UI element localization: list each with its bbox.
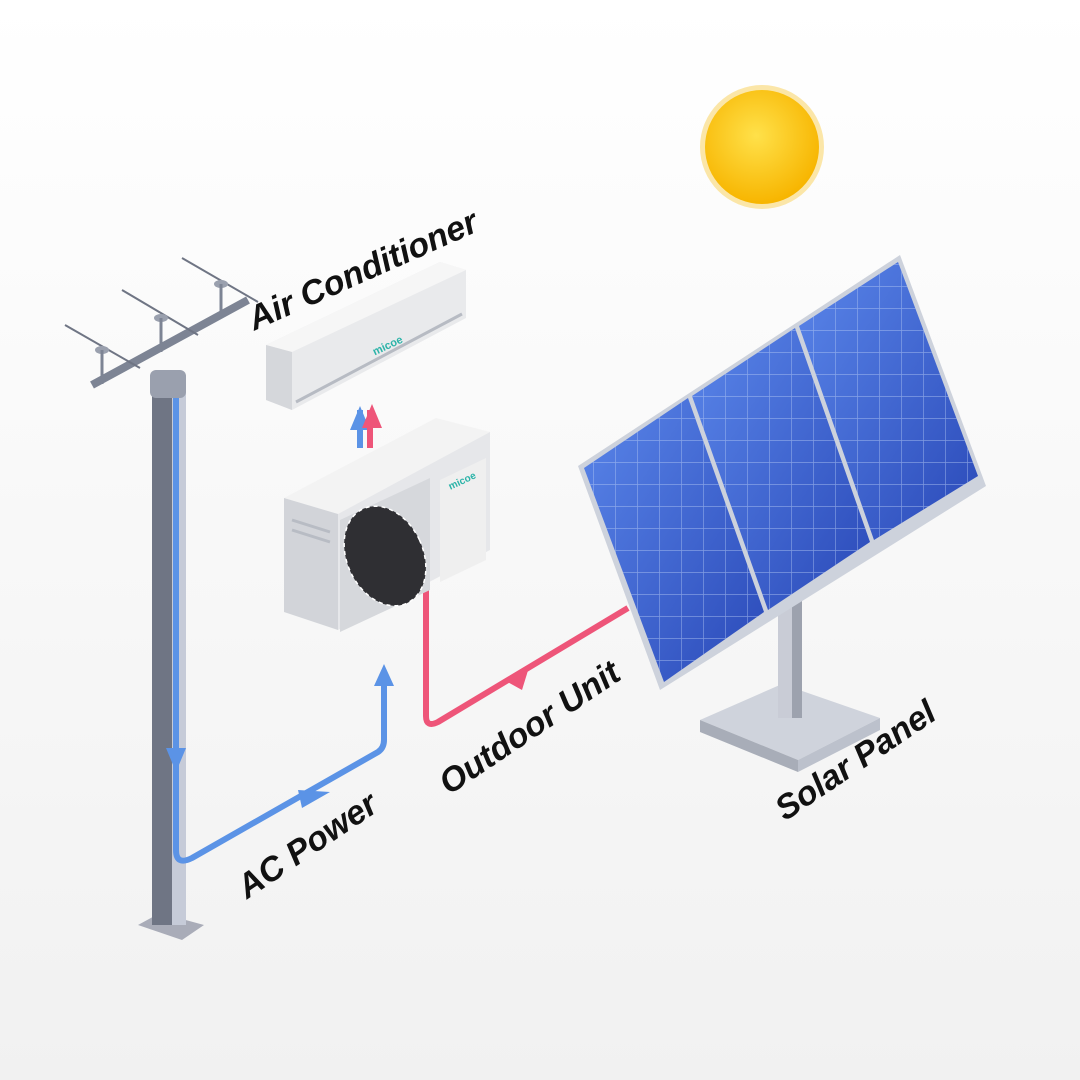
arrow-up-icon (362, 404, 382, 428)
fan-icon (344, 506, 426, 606)
arrow-right-icon (298, 790, 330, 808)
sun-icon (700, 85, 824, 209)
solar-panel (578, 255, 986, 772)
arrow-left-icon (504, 664, 530, 690)
indoor-ac-unit (266, 262, 466, 410)
arrow-up-icon (374, 664, 394, 686)
outdoor-ac-unit (284, 418, 490, 632)
arrow-down-icon (166, 748, 186, 772)
